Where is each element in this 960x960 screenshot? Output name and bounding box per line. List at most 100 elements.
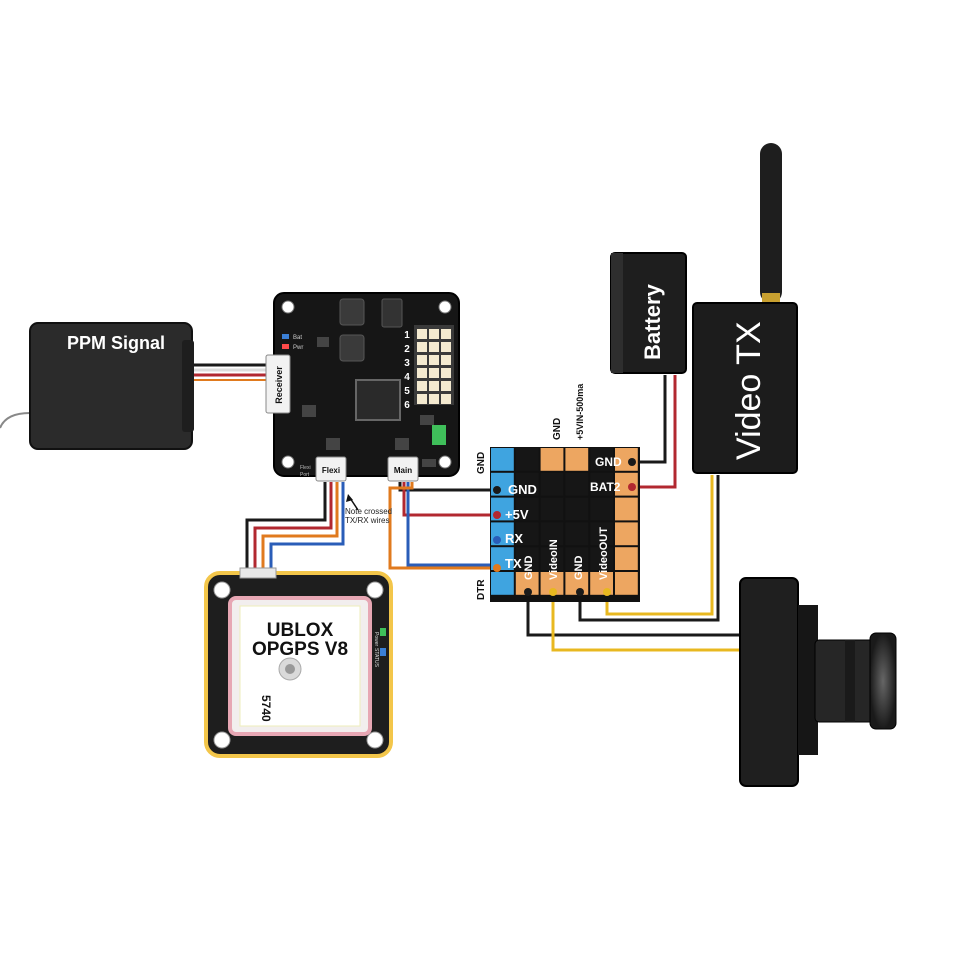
osd-pad [615,547,638,570]
vtx-antenna [760,143,782,303]
fc-mount-hole [438,300,452,314]
wires [0,363,745,652]
battery-end [611,253,623,373]
gps-wire-blue [269,482,345,575]
fc-chip-small [326,438,340,450]
dot-bat-gnd [628,458,636,466]
cam-wire-yellow [551,592,745,652]
osd-pad [615,522,638,546]
ppm-receiver-side [182,340,194,432]
osd-pad [590,472,613,496]
gps-label-line1: UBLOX [267,620,334,641]
fc-bat-label: Bat [293,335,302,341]
fc-pin-numbers: 1 2 3 4 5 6 [404,330,410,411]
battery: Battery [610,252,687,374]
osd-pad [615,497,638,521]
osd-connection-dots [493,458,636,596]
osd-pad [565,448,589,471]
orange-to-tx [388,482,497,570]
osd-pad [491,572,514,595]
ppm-signal-label: PPM Signal [67,333,165,353]
osd-pad [515,472,539,496]
osd-pad [540,522,564,546]
fc-servo-pin [441,355,451,365]
gps-mount-hole [366,731,384,749]
gps-power-label: Power [373,632,379,647]
osd-pad [565,522,589,546]
osd-pad [540,547,564,570]
fc-servo-pin [429,394,439,404]
fc-pin-number: 5 [404,386,410,397]
osd-board: GND +5VIN-500ma GND DTR GND +5V RX TX GN… [476,383,640,602]
main-wire-red [402,482,497,517]
dot-videoin [549,588,557,596]
gps-label-line2: OPGPS V8 [252,639,348,660]
ppm-receiver: PPM Signal [29,322,194,450]
fc-pin-number: 6 [404,400,410,411]
osd-pin-rx: RX [505,531,523,546]
fc-pin-number: 2 [404,344,410,355]
camera [739,577,897,787]
fc-receiver-port-label: Receiver [274,366,284,404]
osd-pad [615,572,638,595]
osd-top-label-5vin: +5VIN-500ma [575,383,585,440]
fc-servo-pin [417,342,427,352]
fc-chip [339,298,365,326]
vtx-body [692,302,798,474]
osd-pin-tx: TX [505,556,522,571]
battery-label: Battery [640,283,665,360]
fc-pin-number: 3 [404,358,410,369]
osd-pin-gnd-right: GND [595,455,622,469]
fc-switch [422,459,436,467]
osd-pad [515,547,539,570]
fc-servo-pin [441,368,451,378]
dot-video-gnd2 [576,588,584,596]
main-wire-black [398,482,507,492]
gps-mount-hole [366,581,384,599]
fc-led-pwr [282,344,289,349]
gps-wire-orange [261,482,339,575]
fc-servo-pin [441,381,451,391]
fc-pin-number: 1 [404,330,410,341]
osd-bottom-gnd-2: GND [573,556,585,581]
dot-bat2 [628,483,636,491]
fc-mount-hole [438,455,452,469]
camera-lens-front [869,632,897,730]
camera-mount [798,605,818,755]
gps-connector [239,567,277,579]
fc-mcu [355,379,401,421]
osd-pad [540,572,564,595]
main-to-tx-orange [395,492,497,570]
osd-pad [515,448,539,471]
fc-flexi-small-label: Flexi [300,465,311,471]
fc-servo-pin [429,329,439,339]
gps-code: 5740 [259,695,273,722]
note-arrow-head [346,494,353,502]
osd-pin-gnd-left: GND [508,482,537,497]
fc-led-bat [282,334,289,339]
fc-flexi-small-label2: Port [300,472,310,478]
note-line1: Note crossed [345,507,392,516]
cam-wire-black [526,592,745,637]
fc-servo-pin [429,368,439,378]
fc-servo-pin [441,329,451,339]
vtx-label: Video TX [730,321,768,460]
crossed-wires-note: Note crossed TX/RX wires [345,494,392,525]
vtx-wire-yellow [605,475,714,616]
osd-bottom-videoin: VideoIN [548,539,560,580]
battery-wire-red [632,375,677,489]
fc-servo-pin [417,355,427,365]
fc-servo-pin [417,329,427,339]
fc-main-port-label: Main [394,466,412,475]
video-transmitter: Video TX [692,143,798,474]
osd-left-top-label: GND [476,452,487,474]
fc-chip-small [420,415,434,425]
osd-pad [540,497,564,521]
fc-servo-pin [417,394,427,404]
fc-chip-small [395,438,409,450]
fc-servo-pin [441,342,451,352]
flight-controller: Receiver Bat Pwr 1 2 3 4 5 6 Fl [265,292,460,482]
dot-videoout [603,588,611,596]
fc-receiver-port [265,354,291,414]
gps-antenna-feed-center [285,664,295,674]
